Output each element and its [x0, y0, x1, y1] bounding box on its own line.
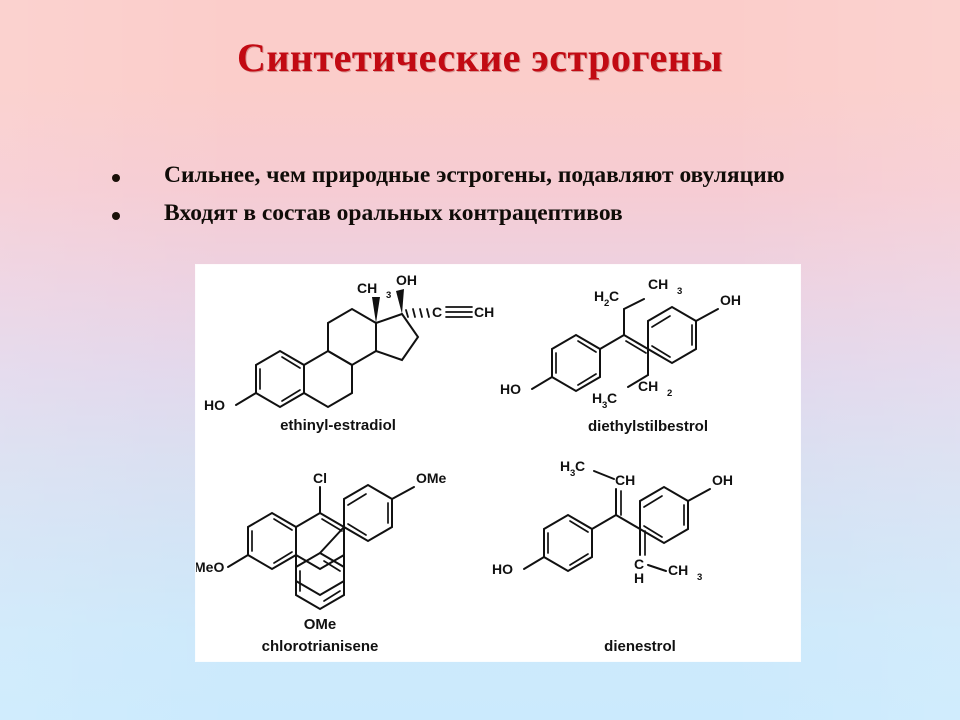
atom-label-alkyne-ch: CH	[474, 304, 494, 320]
atom-label-h3c-des: H	[592, 390, 602, 406]
atom-label-h-dienestrol-lower: H	[634, 570, 644, 586]
bullet-list: Сильнее, чем природные эстрогены, подавл…	[112, 160, 852, 236]
atom-label-c-dienestrol-upper: C	[575, 458, 585, 474]
structure-ethinyl-estradiol: HO CH 3 OH	[204, 272, 494, 434]
atom-label-h3c-dienestrol-sub: 3	[570, 468, 575, 479]
atom-label-ch3-dienestrol-lower-sub: 3	[697, 572, 702, 583]
atom-label-ho-dienestrol: HO	[492, 561, 513, 577]
bullet-dot-icon	[112, 160, 164, 187]
atom-label-oh-dienestrol: OH	[712, 472, 733, 488]
atom-label-c-dienestrol-lower: C	[634, 556, 644, 572]
atom-label-oh-estradiol: OH	[396, 272, 417, 288]
structure-caption: diethylstilbestrol	[588, 418, 708, 435]
atom-label-ho-des: HO	[500, 381, 521, 397]
structure-caption: ethinyl-estradiol	[280, 417, 396, 434]
bullet-text: Входят в состав оральных контрацептивов	[164, 200, 623, 226]
structure-chlorotrianisene: MeO Cl OMe	[196, 470, 447, 655]
list-item: Сильнее, чем природные эстрогены, подавл…	[112, 160, 852, 190]
atom-label-ch2-des-lower-sub: 2	[667, 388, 672, 399]
structure-dienestrol: HO CH H 3 C C H CH 3	[492, 458, 733, 655]
atom-label-ch3-estradiol: CH	[357, 280, 377, 296]
atom-label-alkyne-c: C	[432, 304, 442, 320]
atom-label-h2c-subscript: 2	[604, 298, 609, 309]
atom-label-h3c-dienestrol: H	[560, 458, 570, 474]
atom-label-ch3-dienestrol-lower: CH	[668, 562, 688, 578]
atom-label-ho-estradiol: HO	[204, 397, 225, 413]
atom-label-ch2-des-lower: CH	[638, 378, 658, 394]
atom-label-ch3-des-upper-sub: 3	[677, 286, 682, 297]
chemical-structures-figure: HO CH 3 OH	[196, 265, 800, 661]
hashed-bond-ethynyl	[405, 308, 430, 318]
page-title: Синтетические эстрогены	[236, 35, 724, 80]
list-item: Входят в состав оральных контрацептивов	[112, 198, 852, 228]
bullet-dot-icon	[112, 198, 164, 225]
atom-label-meo-cta: MeO	[196, 559, 224, 575]
atom-label-ch3-subscript: 3	[386, 290, 391, 301]
atom-label-h3c-subscript: 3	[602, 400, 607, 411]
atom-label-c-des-lower: C	[607, 390, 617, 406]
structure-caption: dienestrol	[604, 638, 676, 655]
atom-label-cl-cta: Cl	[313, 470, 327, 486]
atom-label-ome-cta-top: OMe	[416, 470, 447, 486]
atom-label-oh-des: OH	[720, 292, 741, 308]
bullet-text: Сильнее, чем природные эстрогены, подавл…	[164, 162, 785, 188]
atom-label-ch3-des-upper: CH	[648, 276, 668, 292]
atom-label-ch-dienestrol-upper: CH	[615, 472, 635, 488]
atom-label-c-des-upper: C	[609, 288, 619, 304]
structure-caption: chlorotrianisene	[262, 638, 379, 655]
structure-diethylstilbestrol: HO H 2 C CH 3 CH 2 H 3 C	[500, 276, 741, 435]
atom-label-h2c-des: H	[594, 288, 604, 304]
atom-label-ome-cta-bottom: OMe	[304, 616, 337, 633]
